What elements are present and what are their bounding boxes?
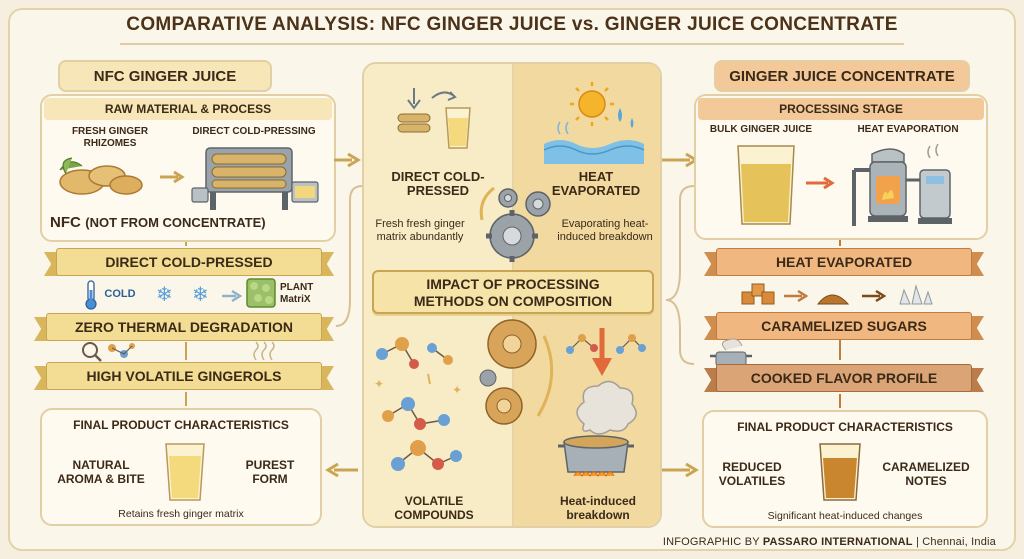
gears-icon-lower <box>479 319 554 425</box>
sugar-to-caramel-icon <box>741 283 933 305</box>
page-title: COMPARATIVE ANALYSIS: NFC GINGER JUICE v… <box>126 14 898 35</box>
title-divider <box>120 43 904 45</box>
heat-arrow-icon <box>592 328 612 376</box>
center-top-right-text: Evaporating heat-induced breakdown <box>557 218 653 243</box>
bulk-juice-label: BULK GINGER JUICE <box>709 124 813 135</box>
nfc-heading: NFC GINGER JUICE <box>58 60 272 92</box>
press-to-glass-icon <box>397 88 471 149</box>
svg-text:✦: ✦ <box>452 383 462 397</box>
footer-credit: INFOGRAPHIC BY PASSARO INTERNATIONAL | C… <box>663 536 996 548</box>
arrow-right-icon <box>222 289 243 303</box>
center-banner-label: IMPACT OF PROCESSING METHODS ON COMPOSIT… <box>413 276 613 309</box>
nfc-final-right: PUREST FORM <box>245 458 295 486</box>
footer-prefix: INFOGRAPHIC BY <box>662 536 763 548</box>
aroma-wave-icon <box>253 341 275 361</box>
center-top-left-title: DIRECT COLD-PRESSED <box>391 169 485 198</box>
concentrate-ribbon-caramelized-label: CARAMELIZED SUGARS <box>761 318 927 334</box>
nfc-final-left: NATURAL AROMA & BITE <box>57 458 145 486</box>
nfc-ribbon-gingerols: HIGH VOLATILE GINGEROLS <box>34 362 334 390</box>
snowflake-icon: ❄ <box>156 284 173 306</box>
molecules-icon: ✦ ✦ <box>374 337 462 471</box>
concentrate-final-right: CARAMELIZED NOTES <box>882 460 970 488</box>
cooking-pot-icon <box>710 338 752 367</box>
concentrate-final-caption: Significant heat-induced changes <box>767 510 923 522</box>
nfc-juice-glass-icon <box>165 443 205 501</box>
concentrate-ribbon-heat: HEAT EVAPORATED <box>704 248 984 276</box>
concentrate-ribbon-caramelized: CARAMELIZED SUGARS <box>704 312 984 340</box>
footer-brand: PASSARO INTERNATIONAL <box>762 536 913 548</box>
bulk-juice-glass-icon <box>737 145 795 225</box>
snowflake-icon-2: ❄ <box>192 284 209 306</box>
center-top-right-title: HEAT EVAPORATED <box>551 169 641 198</box>
cold-press-machine-icon <box>191 147 319 210</box>
magnifier-molecule-icon <box>82 342 135 362</box>
press-label: DIRECT COLD-PRESSING <box>192 126 316 137</box>
boiling-pot-icon <box>558 380 637 478</box>
nfc-final-title: FINAL PRODUCT CHARACTERISTICS <box>73 418 289 432</box>
concentrate-ribbon-heat-label: HEAT EVAPORATED <box>775 254 913 270</box>
concentrate-ribbon-cooked-label: COOKED FLAVOR PROFILE <box>750 370 938 386</box>
concentrate-final-left: REDUCED VOLATILES <box>718 460 786 488</box>
plant-matrix-label: PLANT MatriX <box>280 282 314 305</box>
nfc-ribbon-zero-thermal: ZERO THERMAL DEGRADATION <box>34 313 334 341</box>
plant-matrix-icon <box>246 278 276 308</box>
nfc-ribbon-gingerols-label: HIGH VOLATILE GINGEROLS <box>86 368 282 384</box>
nfc-label: NFC (NOT FROM CONCENTRATE) <box>50 214 330 232</box>
thermometer-icon <box>85 280 97 310</box>
footer-suffix: | Chennai, India <box>912 536 996 548</box>
concentrate-glass-icon <box>819 443 861 501</box>
arrow-right-icon <box>160 170 185 184</box>
concentrate-ribbon-cooked: COOKED FLAVOR PROFILE <box>704 364 984 392</box>
center-banner: IMPACT OF PROCESSING METHODS ON COMPOSIT… <box>372 270 654 314</box>
cold-label: COLD <box>104 288 136 300</box>
nfc-final-caption: Retains fresh ginger matrix <box>118 508 244 520</box>
center-bottom-right: Heat-induced breakdown <box>559 494 636 522</box>
ginger-rhizome-icon <box>59 157 143 195</box>
small-molecule-icon <box>566 334 646 354</box>
concentrate-final-title: FINAL PRODUCT CHARACTERISTICS <box>737 420 953 434</box>
ginger-label: FRESH GINGER RHIZOMES <box>71 126 149 149</box>
concentrate-section-title: PROCESSING STAGE <box>698 98 984 120</box>
sun-evaporation-icon <box>543 82 645 164</box>
nfc-section-title: RAW MATERIAL & PROCESS <box>44 98 332 120</box>
nfc-label-main: NFC <box>50 214 81 231</box>
gears-icon <box>479 186 551 262</box>
nfc-ribbon-zero-thermal-label: ZERO THERMAL DEGRADATION <box>74 319 294 335</box>
heat-evaporation-label: HEAT EVAPORATION <box>857 124 959 135</box>
nfc-ribbon-cold-pressed-label: DIRECT COLD-PRESSED <box>105 254 273 270</box>
center-bottom-left: VOLATILE COMPOUNDS <box>394 494 474 522</box>
concentrate-heading: GINGER JUICE CONCENTRATE <box>714 60 970 92</box>
center-top-left-text: Fresh fresh ginger matrix abundantly <box>375 218 465 243</box>
evaporator-machine-icon <box>852 143 952 226</box>
nfc-label-sub: (NOT FROM CONCENTRATE) <box>85 215 266 230</box>
nfc-ribbon-cold-pressed: DIRECT COLD-PRESSED <box>44 248 334 276</box>
svg-text:✦: ✦ <box>374 377 384 391</box>
arrow-right-icon <box>806 176 835 190</box>
